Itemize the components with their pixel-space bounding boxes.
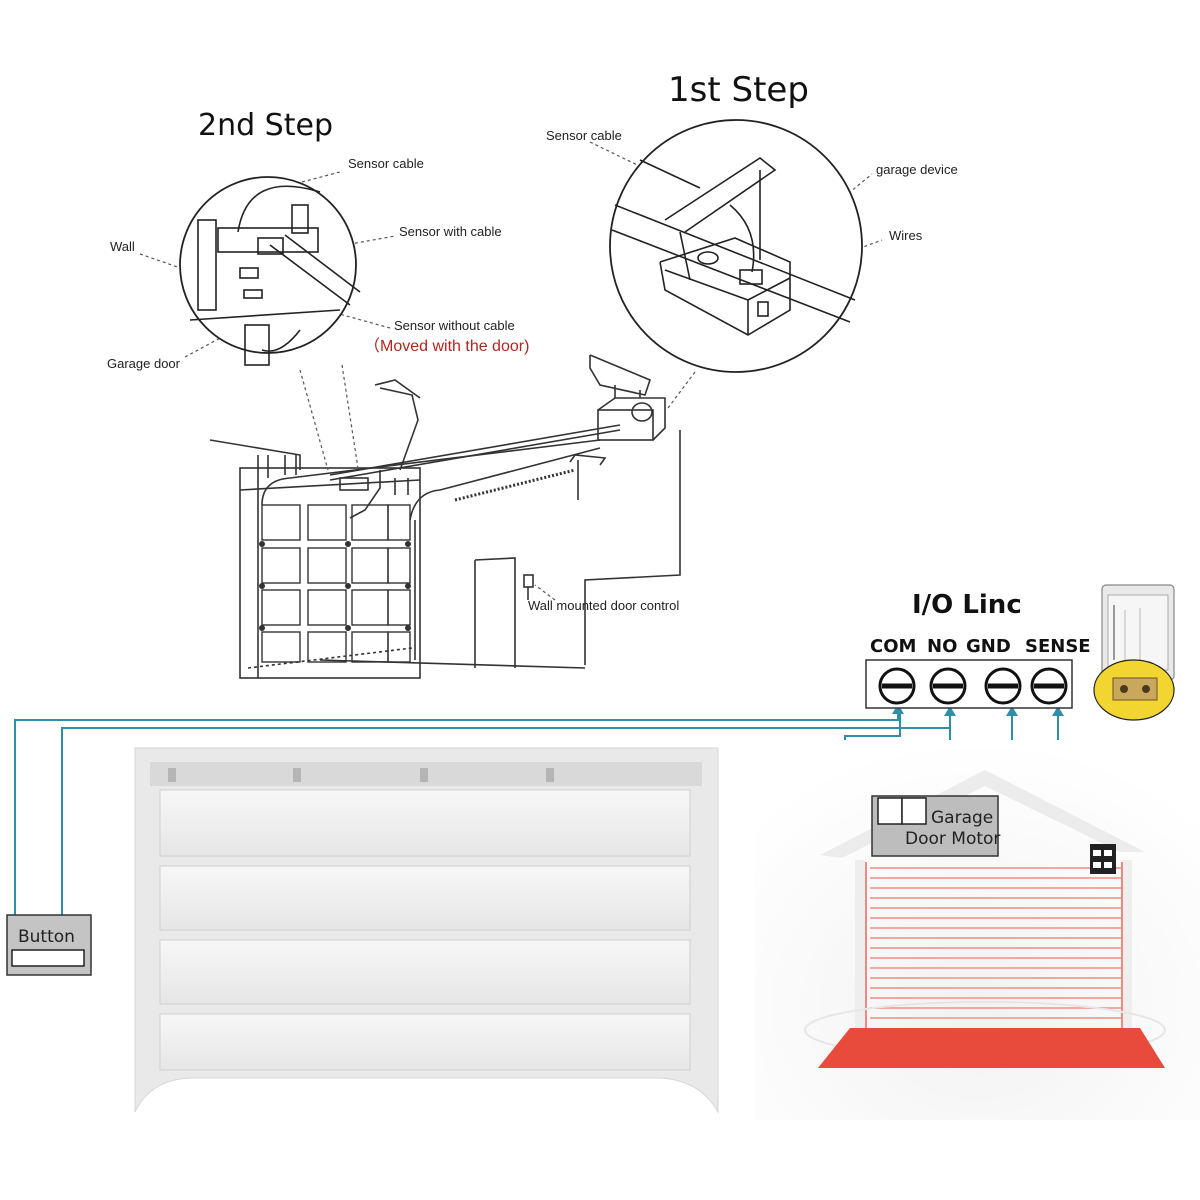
label-sensor-cable-left: Sensor cable	[348, 156, 424, 171]
label-wires: Wires	[889, 228, 923, 243]
label-garage-device: garage device	[876, 162, 958, 177]
label-wall: Wall	[110, 239, 135, 254]
terminal-label-no: NO	[927, 636, 958, 657]
io-linc-title: I/O Linc	[912, 590, 1022, 620]
terminal-screws	[878, 667, 1068, 705]
terminal-label-com: COM	[870, 636, 917, 657]
second-step-title: 2nd Step	[198, 108, 333, 143]
button-box	[6, 914, 92, 976]
io-linc-device	[1093, 584, 1175, 721]
garage-installation-drawing	[209, 354, 681, 679]
first-step-title: 1st Step	[668, 70, 809, 110]
motor-label-line2: Door Motor	[905, 829, 1001, 849]
magnifier-first-step	[609, 119, 863, 373]
label-wall-mounted-door-control: Wall mounted door control	[528, 598, 680, 613]
io-linc-terminal-block	[865, 659, 1073, 709]
label-garage-door: Garage door	[107, 356, 180, 371]
terminal-label-sense: SENSE	[1025, 636, 1091, 657]
terminal-label-gnd: GND	[966, 636, 1011, 657]
motor-label-line1: Garage	[931, 808, 994, 828]
label-sensor-with-cable: Sensor with cable	[399, 224, 502, 239]
label-moved-with-door: （Moved with the door)	[364, 338, 530, 355]
button-label: Button	[18, 927, 75, 947]
magnifier-second-step	[179, 176, 361, 366]
garage-door-motor-box	[871, 795, 999, 857]
sensor-beams	[870, 867, 1122, 1019]
garage-door-illustration	[134, 747, 719, 1114]
label-sensor-cable-right: Sensor cable	[546, 128, 622, 143]
label-sensor-without-cable: Sensor without cable	[394, 318, 515, 333]
wire-arrows	[892, 704, 1064, 716]
